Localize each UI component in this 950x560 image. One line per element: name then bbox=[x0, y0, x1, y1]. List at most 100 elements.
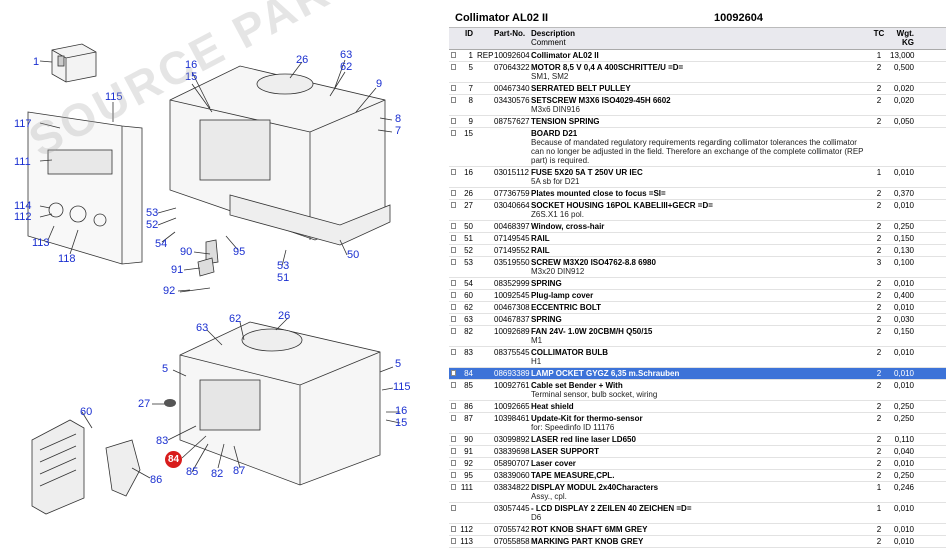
callout-5b[interactable]: 5 bbox=[162, 363, 169, 375]
checkbox-icon[interactable] bbox=[451, 97, 456, 103]
checkbox-icon[interactable] bbox=[451, 472, 456, 478]
callout-117[interactable]: 117 bbox=[14, 118, 32, 130]
row-checkbox[interactable] bbox=[449, 503, 458, 523]
callout-8[interactable]: 8 bbox=[395, 113, 402, 125]
row-checkbox[interactable] bbox=[449, 200, 458, 220]
callout-1[interactable]: 1 bbox=[33, 56, 40, 68]
callout-15[interactable]: 15 bbox=[185, 71, 198, 83]
row-checkbox[interactable] bbox=[449, 470, 458, 481]
callout-62b[interactable]: 62 bbox=[229, 313, 242, 325]
row-checkbox[interactable] bbox=[449, 188, 458, 199]
row-checkbox[interactable] bbox=[449, 116, 458, 127]
checkbox-icon[interactable] bbox=[451, 436, 456, 442]
row-checkbox[interactable] bbox=[449, 128, 458, 166]
callout-26b[interactable]: 26 bbox=[278, 310, 291, 322]
callout-52[interactable]: 52 bbox=[146, 219, 159, 231]
row-checkbox[interactable] bbox=[449, 536, 458, 547]
checkbox-icon[interactable] bbox=[451, 190, 456, 196]
row-checkbox[interactable] bbox=[449, 380, 458, 400]
row-checkbox[interactable] bbox=[449, 290, 458, 301]
callout-83[interactable]: 83 bbox=[156, 435, 169, 447]
row-checkbox[interactable] bbox=[449, 62, 458, 82]
row-checkbox[interactable] bbox=[449, 401, 458, 412]
callout-85[interactable]: 85 bbox=[186, 466, 199, 478]
callout-63b[interactable]: 63 bbox=[196, 322, 209, 334]
row-checkbox[interactable] bbox=[449, 482, 458, 502]
callout-118[interactable]: 118 bbox=[58, 253, 76, 265]
checkbox-icon[interactable] bbox=[451, 202, 456, 208]
callout-112[interactable]: 112 bbox=[14, 211, 32, 223]
checkbox-icon[interactable] bbox=[451, 526, 456, 532]
callout-114[interactable]: 114 bbox=[14, 200, 32, 212]
callout-95[interactable]: 95 bbox=[233, 246, 246, 258]
row-checkbox[interactable] bbox=[449, 458, 458, 469]
callout-27[interactable]: 27 bbox=[138, 398, 151, 410]
row-checkbox[interactable] bbox=[449, 302, 458, 313]
callout-26[interactable]: 26 bbox=[296, 54, 309, 66]
callout-87[interactable]: 87 bbox=[233, 465, 246, 477]
callout-90[interactable]: 90 bbox=[180, 246, 193, 258]
callout-62[interactable]: 62 bbox=[340, 61, 353, 73]
header-weight[interactable]: Wgt. KG bbox=[888, 28, 916, 49]
callout-86[interactable]: 86 bbox=[150, 474, 163, 486]
row-checkbox[interactable] bbox=[449, 446, 458, 457]
callout-51[interactable]: 51 bbox=[277, 272, 290, 284]
checkbox-icon[interactable] bbox=[451, 505, 456, 511]
row-checkbox[interactable] bbox=[449, 233, 458, 244]
checkbox-icon[interactable] bbox=[451, 64, 456, 70]
checkbox-icon[interactable] bbox=[451, 85, 456, 91]
checkbox-icon[interactable] bbox=[451, 169, 456, 175]
row-checkbox[interactable] bbox=[449, 368, 458, 379]
callout-113[interactable]: 113 bbox=[32, 237, 50, 249]
checkbox-icon[interactable] bbox=[451, 370, 456, 376]
callout-50[interactable]: 50 bbox=[347, 249, 360, 261]
row-checkbox[interactable] bbox=[449, 413, 458, 433]
row-checkbox[interactable] bbox=[449, 221, 458, 232]
callout-115[interactable]: 115 bbox=[105, 91, 123, 103]
callout-53b[interactable]: 53 bbox=[277, 260, 290, 272]
checkbox-icon[interactable] bbox=[451, 247, 456, 253]
checkbox-icon[interactable] bbox=[451, 538, 456, 544]
header-description[interactable]: Description Comment bbox=[529, 28, 870, 49]
callout-7[interactable]: 7 bbox=[395, 125, 402, 137]
checkbox-icon[interactable] bbox=[451, 415, 456, 421]
callout-84-highlighted[interactable]: 84 bbox=[165, 451, 182, 468]
row-checkbox[interactable] bbox=[449, 245, 458, 256]
checkbox-icon[interactable] bbox=[451, 382, 456, 388]
callout-115b[interactable]: 115 bbox=[393, 381, 411, 393]
row-checkbox[interactable] bbox=[449, 278, 458, 289]
row-checkbox[interactable] bbox=[449, 257, 458, 277]
checkbox-icon[interactable] bbox=[451, 316, 456, 322]
checkbox-icon[interactable] bbox=[451, 223, 456, 229]
callout-5c[interactable]: 5 bbox=[395, 358, 402, 370]
callout-9[interactable]: 9 bbox=[376, 78, 383, 90]
header-id[interactable]: ID bbox=[465, 29, 473, 38]
row-checkbox[interactable] bbox=[449, 326, 458, 346]
callout-63[interactable]: 63 bbox=[340, 49, 353, 61]
checkbox-icon[interactable] bbox=[451, 130, 456, 136]
checkbox-icon[interactable] bbox=[451, 460, 456, 466]
table-row[interactable]: 03057445- LCD DISPLAY 2 ZEILEN 40 ZEICHE… bbox=[449, 503, 946, 524]
checkbox-icon[interactable] bbox=[451, 403, 456, 409]
checkbox-icon[interactable] bbox=[451, 235, 456, 241]
callout-82[interactable]: 82 bbox=[211, 468, 224, 480]
